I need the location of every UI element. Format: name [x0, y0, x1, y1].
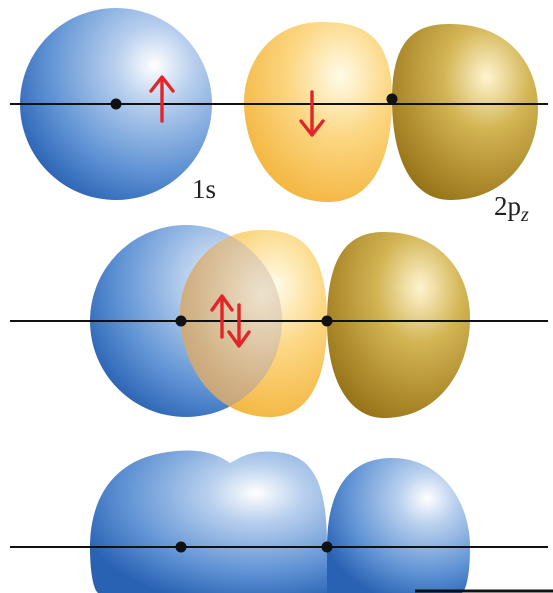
fluorine-nucleus: [322, 542, 333, 553]
row-orbital-overlap: [10, 225, 548, 418]
hydrogen-nucleus: [176, 316, 187, 327]
row-separate-atoms: 1s 2pz: [10, 8, 548, 226]
row-sigma-bond: [10, 450, 548, 593]
fluorine-2pz-negative-lobe: [392, 24, 538, 200]
fluorine-nucleus: [322, 316, 333, 327]
sigma-bond-small-lobe: [327, 458, 470, 593]
label-1s: 1s: [192, 174, 216, 204]
fluorine-nucleus: [387, 94, 398, 105]
fluorine-2pz-positive-lobe: [244, 22, 392, 202]
hydrogen-nucleus: [176, 542, 187, 553]
fluorine-2pz-negative-lobe-overlapping: [327, 232, 470, 418]
hydrogen-nucleus: [111, 99, 122, 110]
sigma-bond-large-lobe: [90, 450, 327, 593]
label-2pz: 2pz: [494, 191, 529, 226]
